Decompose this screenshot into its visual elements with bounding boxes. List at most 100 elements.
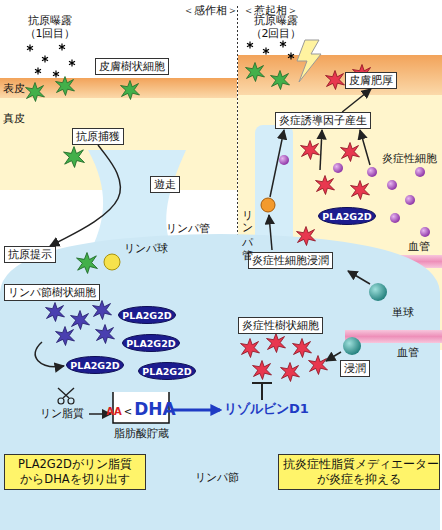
antigen-star (288, 53, 294, 60)
inflammatory-cell (353, 65, 372, 84)
phase-heading: ＜感作相＞ (183, 4, 238, 17)
enzyme-shape (319, 208, 376, 225)
inflammatory-cell (326, 71, 345, 90)
storage-text: AA (106, 406, 121, 417)
antigen-star (69, 60, 75, 67)
lymph-node: リンパ節 リンパ節樹状細胞 PLA2G2D 炎症性樹状細胞 PLA2G2D 浸潤 PLA2G… (0, 232, 440, 530)
antigen-star (42, 56, 48, 63)
monocyte (369, 283, 387, 301)
box-label: リンパ節樹状細胞 (8, 286, 96, 299)
lymphocyte (261, 198, 275, 212)
cell-label: 単球 (392, 306, 414, 319)
monocyte (343, 337, 361, 355)
product-arrow (172, 409, 220, 412)
skin-dendritic-cell (26, 83, 45, 102)
inflammatory-cell (297, 227, 316, 246)
box-label: 皮膚樹状細胞 (99, 60, 165, 73)
box-label: 炎症性細胞浸潤 (252, 254, 329, 267)
lymphocyte (104, 254, 120, 270)
process-arrow (269, 215, 272, 250)
antigen-star (59, 44, 65, 51)
layer-label: 真皮 (3, 112, 25, 125)
enzyme-shape (123, 335, 180, 352)
skin-dendritic-cell (271, 71, 290, 90)
enzyme-shape (119, 307, 176, 324)
antigen-star (53, 71, 59, 78)
inflammatory-cell (341, 143, 360, 162)
label-box: 皮膚肥厚 (345, 72, 397, 89)
storage-text: < (124, 406, 132, 417)
inflammatory-cell (351, 181, 370, 200)
enzyme-ellipse: PLA2G2D (318, 207, 376, 225)
box-label: 抗原捕獲 (76, 130, 120, 143)
enzyme-ellipse: PLA2G2D (118, 306, 176, 324)
process-arrow (348, 271, 370, 284)
flow-arrow (342, 89, 371, 112)
inflammatory-ball (390, 213, 400, 223)
storage-text: 脂肪酸貯蔵 (106, 427, 176, 441)
enzyme-ellipse: PLA2G2D (66, 356, 124, 374)
process-arrow (35, 342, 64, 367)
enzyme-label: PLA2G2D (126, 338, 175, 349)
inflammatory-ball (415, 167, 425, 177)
lymph-dendritic-cell (56, 327, 75, 346)
inflammatory-ball (405, 195, 415, 205)
layer-label: 表皮 (3, 82, 25, 95)
antigen-star (263, 48, 269, 55)
inflammatory-cell (301, 141, 320, 160)
scissors-handle (58, 398, 64, 404)
enzyme-label: PLA2G2D (142, 366, 191, 377)
inflammatory-dendritic-cell (241, 339, 260, 358)
enzyme-label: PLA2G2D (122, 310, 171, 321)
process-arrow (320, 130, 322, 170)
inflammatory-dendritic-cell (293, 339, 312, 358)
epidermis-band (0, 78, 237, 98)
vessel-label: 血管 (397, 346, 419, 359)
exposure-label: 抗原曝露 （2回目） (244, 14, 308, 40)
skin-dendritic-cell (56, 77, 75, 96)
box-label: 遊走 (154, 178, 176, 191)
lymph-node-label: リンパ節 (195, 470, 239, 485)
enzyme-label: PLA2G2D (70, 360, 119, 371)
storage-text: DHA (134, 399, 176, 419)
exposure-label: 抗原曝露 （1回目） (18, 14, 82, 40)
box-label: 浸潤 (344, 362, 366, 375)
label-box: 皮膚樹状細胞 (95, 58, 169, 75)
note-text: PLA2G2Dがリン脂質 からDHAを切り出す (18, 457, 132, 486)
label-box: 浸潤 (340, 360, 370, 377)
enzyme-ellipse: PLA2G2D (122, 334, 180, 352)
inflammatory-dendritic-cell (309, 356, 328, 375)
scissors-blade (58, 388, 74, 398)
lightning (297, 40, 321, 82)
lymph-dendritic-cell (93, 301, 112, 320)
enzyme-label: PLA2G2D (322, 211, 371, 222)
inflammatory-dendritic-cell (253, 361, 272, 380)
box-label: 炎症誘導因子産生 (279, 114, 367, 127)
antigen-star (247, 42, 253, 49)
process-arrow (270, 130, 284, 197)
vessel-label: リンパ管 (241, 203, 254, 241)
note-box: PLA2G2Dがリン脂質 からDHAを切り出す (4, 454, 146, 490)
antigen-star (280, 41, 286, 48)
skin-dendritic-cell (77, 253, 98, 274)
vessel-label: 血管 (408, 240, 430, 253)
label-box: リンパ節樹状細胞 (4, 284, 100, 301)
antigen-star (27, 45, 33, 52)
lymph-dendritic-cell (71, 311, 90, 330)
flow-arrow (50, 145, 120, 246)
box-label: 炎症性樹状細胞 (242, 319, 319, 332)
lymph-dendritic-cell (46, 303, 65, 322)
inflammatory-cell (316, 176, 335, 195)
cell-label: リンパ球 (124, 242, 168, 255)
label-box: 遊走 (150, 176, 180, 193)
label-box: 炎症性樹状細胞 (238, 317, 323, 334)
inflammatory-dendritic-cell (267, 334, 286, 353)
enzyme-ellipse: PLA2G2D (138, 362, 196, 380)
note-text: 抗炎症性脂質メディエーター が炎症を抑える (283, 457, 439, 486)
mediator-label: リゾルビンD1 (224, 402, 309, 415)
note-box: 抗炎症性脂質メディエーター が炎症を抑える (278, 454, 440, 490)
lymph-dendritic-cell (96, 325, 115, 344)
enzyme-shape (139, 363, 196, 380)
skin-dendritic-cell (246, 63, 265, 82)
antigen-star (35, 68, 41, 75)
